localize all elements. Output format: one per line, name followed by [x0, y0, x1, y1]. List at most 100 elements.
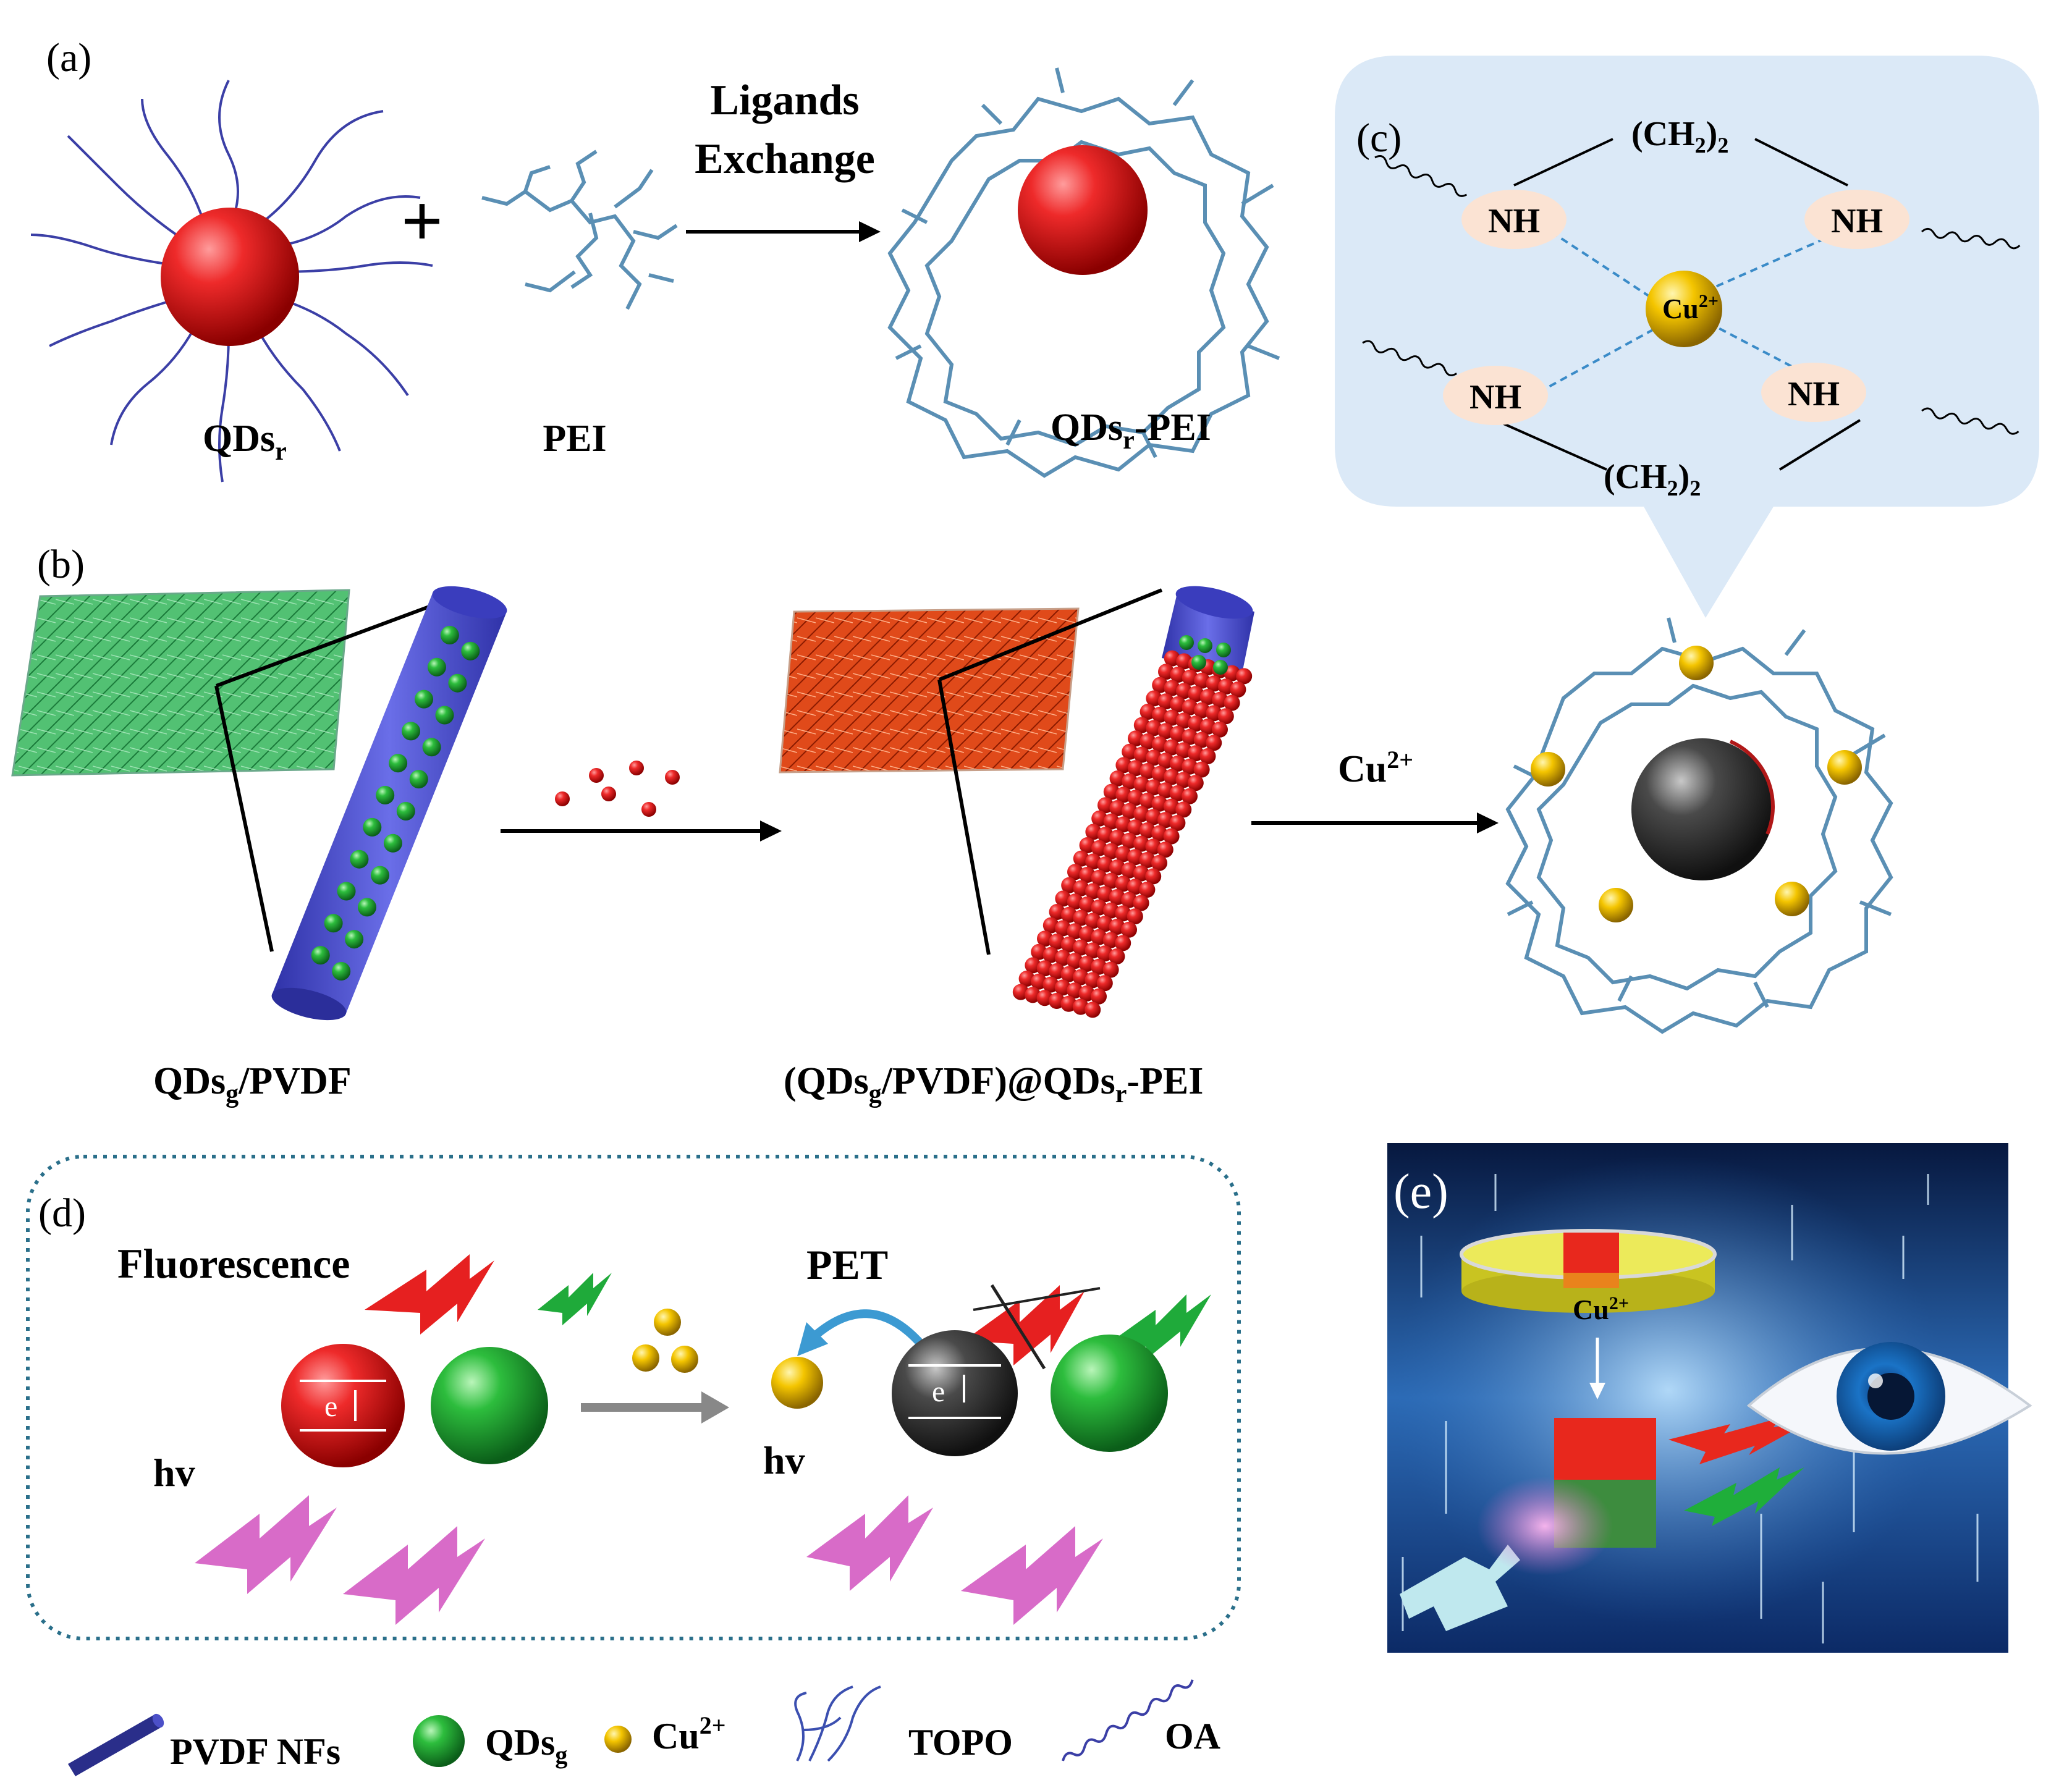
red-qd-bead — [1188, 686, 1204, 702]
red-qd-bead — [1042, 917, 1059, 934]
red-qd-bead — [1060, 936, 1077, 953]
red-qd-bead — [1127, 908, 1143, 925]
cu-label-e: Cu2+ — [1573, 1293, 1629, 1325]
red-qd-bead — [1140, 704, 1156, 720]
red-qd-bead — [1103, 813, 1120, 830]
red-qd-bead — [1115, 787, 1132, 803]
red-qd-bead — [1193, 732, 1210, 748]
strip-red-zone — [1554, 1418, 1656, 1480]
reaction-arrow-a — [686, 221, 881, 242]
green-qd-dot — [402, 722, 420, 741]
red-qd-bead — [1085, 883, 1101, 900]
red-qd-bead — [1145, 868, 1162, 885]
red-qd-bead — [1182, 758, 1198, 775]
red-qd-bead — [1127, 879, 1143, 895]
green-qd-dot — [376, 786, 395, 804]
red-qd-bead — [1049, 934, 1065, 950]
excitation-bolt-4 — [961, 1526, 1103, 1625]
green-qd-dot — [337, 882, 356, 901]
ch2-bottom: (CH2)2 — [1604, 458, 1701, 500]
green-qd-dot — [383, 833, 402, 853]
red-qd-bead — [1072, 998, 1089, 1015]
red-qd-bead — [1182, 699, 1198, 715]
red-qd-bead — [1067, 923, 1083, 940]
red-qd-bead — [1078, 985, 1095, 1002]
red-qd-bead — [1170, 696, 1186, 712]
red-qd-bead — [1175, 801, 1192, 818]
red-qd-bead — [1085, 972, 1101, 989]
red-qd-bead — [1018, 971, 1035, 987]
red-qd-bead — [1164, 739, 1180, 756]
red-qd-bead — [1187, 775, 1204, 791]
red-qd-bead — [1146, 690, 1162, 707]
electron-label-quenched: e — [932, 1375, 945, 1408]
red-qd-bead — [1031, 973, 1047, 990]
ligands-exchange-line2: Exchange — [695, 135, 875, 183]
red-qd-bead — [1157, 753, 1174, 769]
red-qd-bead — [1151, 736, 1168, 753]
red-qd-bead — [1176, 683, 1192, 699]
red-qd-bead — [1236, 668, 1253, 685]
red-qd-bead — [1212, 691, 1228, 708]
excitation-bolt-3 — [806, 1495, 933, 1591]
cu-ion-center — [1646, 271, 1722, 347]
green-qd-dot — [415, 690, 433, 709]
green-qd-dot — [363, 817, 382, 837]
nh-label: NH — [1488, 202, 1540, 240]
red-qd-bead — [1060, 966, 1077, 982]
svg-text:Cu2+: Cu2+ — [1573, 1293, 1629, 1325]
petri-dish — [1460, 1229, 1717, 1313]
red-qd-bead — [1140, 793, 1156, 809]
red-qd-bead — [1151, 766, 1168, 782]
green-qd-emitting — [431, 1347, 548, 1464]
red-qd-bead — [1091, 958, 1107, 975]
red-qd-bead — [1224, 665, 1240, 681]
red-qd-bead — [1115, 875, 1131, 892]
green-qd-dot — [350, 850, 369, 869]
reaction-arrow-b1 — [501, 820, 782, 841]
red-qd-bead — [1169, 785, 1186, 801]
red-qd-bead — [1164, 680, 1180, 696]
electron-label: e — [324, 1390, 337, 1423]
svg-text:QDsr: QDsr — [203, 418, 287, 466]
legend-pvdf-label: PVDF NFs — [170, 1731, 340, 1772]
caption-pei: PEI — [543, 418, 606, 460]
red-qd-bead — [1146, 749, 1162, 766]
panel-d-frame — [26, 1155, 1241, 1640]
green-emission-bolt-e — [1684, 1467, 1804, 1526]
red-qd-bead — [1042, 947, 1059, 963]
red-qd-bead — [1097, 916, 1114, 932]
red-qd-bead — [1049, 904, 1065, 920]
green-qd-dot — [448, 673, 467, 693]
red-qd-bead — [1140, 763, 1156, 779]
red-qd-bead — [1158, 664, 1174, 680]
eye-icon — [1746, 1342, 2032, 1455]
red-qd-bead — [1139, 852, 1156, 868]
embedded-green-qds — [311, 626, 480, 981]
red-qd-bead — [1054, 979, 1071, 996]
red-qd-bead — [1193, 761, 1210, 778]
svg-text:(QDsg/PVDF)@QDsr-PEI: (QDsg/PVDF)@QDsr-PEI — [784, 1060, 1203, 1108]
svg-text:Cu2+: Cu2+ — [1662, 291, 1719, 324]
red-qd-bead — [1078, 956, 1095, 972]
red-emission-bolt-e — [1668, 1418, 1811, 1464]
red-qd-bead — [1091, 929, 1107, 945]
caption-qdsr-pei-main: QDs — [1051, 407, 1123, 449]
legend-qdsg: QDsg — [413, 1715, 567, 1769]
green-qd-dot — [440, 626, 459, 644]
legend: PVDF NFs QDsg Cu2+ TOPO OA — [68, 1679, 1220, 1776]
red-qd-bead — [1121, 832, 1138, 849]
caption-qdsr-pei-suffix: -PEI — [1135, 407, 1211, 449]
bound-cu-ions — [1531, 646, 1862, 922]
svg-text:QDsg: QDsg — [485, 1722, 567, 1769]
panel-a: (a) + Ligands Excha — [30, 35, 1280, 483]
red-qd-bead — [1109, 889, 1125, 905]
panel-c-label: (c) — [1356, 116, 1402, 161]
panel-a-label: (a) — [46, 35, 91, 80]
red-qd-bead — [1085, 942, 1101, 959]
red-qd-bead — [1206, 735, 1222, 751]
black-qd-quenched — [892, 1330, 1018, 1456]
red-qd-bead — [1133, 776, 1150, 793]
green-qd-dot — [461, 641, 480, 660]
pei-polymer — [481, 150, 678, 310]
